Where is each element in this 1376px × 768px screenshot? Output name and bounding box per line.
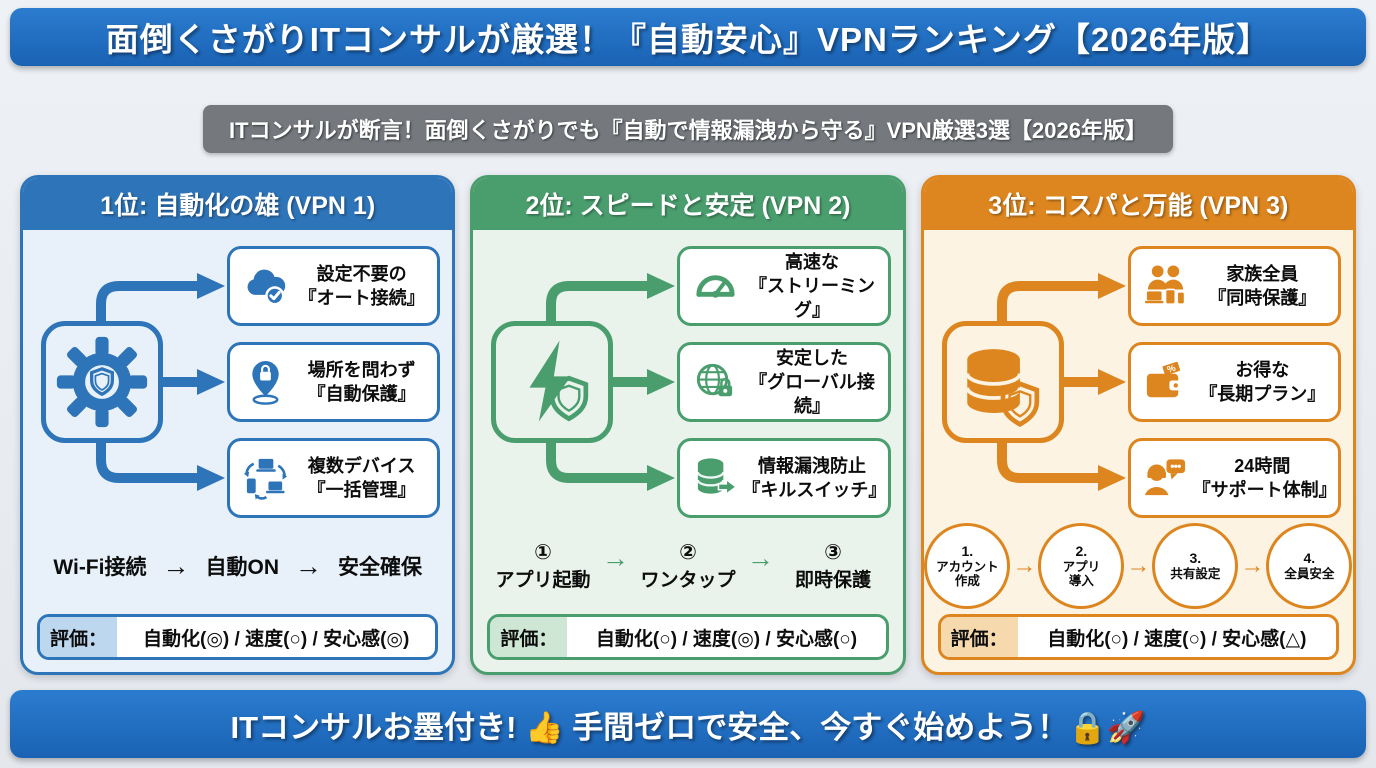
arrow-icon: →	[746, 542, 774, 573]
vpn1-usage-flow: Wi-Fi接続 → 自動ON → 安全確保	[35, 518, 440, 614]
feature-text: 複数デバイス『一括管理』	[307, 455, 416, 500]
arrow-icon: →	[1012, 552, 1037, 579]
family-devices-icon	[1139, 263, 1193, 310]
vpn2-card-body: 高速な『ストリーミング』	[473, 230, 902, 672]
gear-shield-icon	[41, 321, 163, 443]
bolt-shield-icon	[491, 321, 614, 443]
flow-step: 安全確保	[337, 556, 422, 579]
cta-text: ITコンサルお墨付き! 👍 手間ゼロで安全、今すぐ始めよう！🔒🚀	[230, 709, 1146, 745]
vpn3-card-title: 3位: コスパと万能 (VPN 3)	[988, 192, 1289, 220]
flow-step: ① アプリ起動	[495, 541, 591, 591]
vpn1-card-body: 設定不要の『オート接続』	[23, 230, 452, 672]
vpn2-evaluation-bar: 評価： 自動化(○) / 速度(◎) / 安心感(○)	[487, 614, 889, 660]
feature-multi-device: 複数デバイス『一括管理』	[227, 438, 441, 518]
flow-step-circle: 3. 共有設定	[1152, 523, 1239, 609]
evaluation-label: 評価：	[40, 617, 118, 657]
branch-arrows	[996, 273, 1126, 491]
vpn1-card-header: 1位: 自動化の雄 (VPN 1)	[23, 178, 453, 230]
vpn3-features: 家族全員『同時保護』 %	[1127, 246, 1341, 518]
arrow-icon: →	[1240, 552, 1265, 579]
flow-step: ③ 即時保護	[794, 541, 871, 591]
flow-step-circle: 1. アカウント 作成	[924, 523, 1011, 609]
feature-text: 高速な『ストリーミング』	[748, 251, 875, 321]
feature-auto-connect: 設定不要の『オート接続』	[227, 246, 441, 326]
flow-step-circle: 4. 全員安全	[1266, 523, 1353, 609]
feature-family-protect: 家族全員『同時保護』	[1127, 246, 1341, 326]
cloud-check-icon	[238, 263, 292, 310]
feature-text: 場所を問わず『自動保護』	[307, 359, 416, 404]
feature-text: 情報漏洩防止『キルスイッチ』	[742, 455, 887, 500]
vpn2-card: 2位: スピードと安定 (VPN 2)	[470, 175, 906, 675]
subtitle-text: ITコンサルが断言！面倒くさがりでも『自動で情報漏洩から守る』VPN厳選3選【2…	[229, 118, 1147, 143]
vpn3-usage-flow: 1. アカウント 作成 → 2. アプリ 導入 → 3. 共有設定	[924, 518, 1353, 614]
vpn1-features: 設定不要の『オート接続』	[227, 246, 441, 518]
vpn3-card-body: 家族全員『同時保護』 %	[924, 230, 1353, 672]
evaluation-scores: 自動化(○) / 速度(◎) / 安心感(○)	[595, 628, 858, 650]
vpn2-diagram: 高速な『ストリーミング』	[485, 246, 891, 518]
main-title: 面倒くさがりITコンサルが厳選！『自動安心』VPNランキング【2026年版】	[105, 21, 1271, 58]
main-title-banner: 面倒くさがりITコンサルが厳選！『自動安心』VPNランキング【2026年版】	[10, 8, 1366, 66]
feature-text: 設定不要の『オート接続』	[298, 263, 425, 308]
vpn3-diagram: 家族全員『同時保護』 %	[936, 246, 1341, 518]
wallet-discount-icon: %	[1139, 359, 1193, 406]
feature-text: 家族全員『同時保護』	[1208, 263, 1317, 308]
evaluation-label: 評価：	[940, 617, 1018, 657]
feature-text: 安定した『グローバル接続』	[749, 347, 875, 417]
flow-step: ② ワンタップ	[640, 541, 736, 591]
flow-step: Wi-Fi接続	[53, 556, 147, 579]
speedometer-icon	[688, 263, 742, 310]
svg-text:%: %	[1166, 362, 1178, 374]
arrow-icon: →	[162, 550, 190, 581]
arrow-icon: →	[601, 542, 629, 573]
arrow-icon: →	[1126, 552, 1151, 579]
feature-text: 24時間『サポート体制』	[1192, 455, 1337, 500]
ranking-cards: 1位: 自動化の雄 (VPN 1)	[20, 175, 1356, 675]
feature-auto-protect: 場所を問わず『自動保護』	[227, 342, 441, 422]
database-killswitch-icon	[688, 455, 742, 502]
multi-device-sync-icon	[238, 455, 292, 502]
vpn2-features: 高速な『ストリーミング』	[677, 246, 891, 518]
globe-lock-icon	[688, 359, 742, 406]
cta-banner: ITコンサルお墨付き! 👍 手間ゼロで安全、今すぐ始めよう！🔒🚀	[10, 690, 1366, 758]
vpn1-evaluation-bar: 評価： 自動化(◎) / 速度(○) / 安心感(◎)	[37, 614, 439, 660]
vpn1-card: 1位: 自動化の雄 (VPN 1)	[20, 175, 456, 675]
vpn3-card-header: 3位: コスパと万能 (VPN 3)	[923, 178, 1353, 230]
vpn2-usage-flow: ① アプリ起動 → ② ワンタップ → ③ 即時保護	[485, 518, 890, 614]
flow-step-circle: 2. アプリ 導入	[1038, 523, 1125, 609]
vpn3-card: 3位: コスパと万能 (VPN 3)	[920, 175, 1356, 675]
vpn2-card-title: 2位: スピードと安定 (VPN 2)	[525, 192, 851, 220]
evaluation-label: 評価：	[490, 617, 568, 657]
vpn2-card-header: 2位: スピードと安定 (VPN 2)	[473, 178, 903, 230]
support-chat-icon	[1139, 455, 1193, 502]
feature-global-connect: 安定した『グローバル接続』	[677, 342, 891, 422]
vpn1-diagram: 設定不要の『オート接続』	[35, 246, 441, 518]
subtitle-banner: ITコンサルが断言！面倒くさがりでも『自動で情報漏洩から守る』VPN厳選3選【2…	[203, 105, 1173, 153]
arrow-icon: →	[294, 550, 322, 581]
feature-long-term-plan: % お得な『長期プラン』	[1127, 342, 1341, 422]
evaluation-scores: 自動化(○) / 速度(○) / 安心感(△)	[1047, 628, 1307, 650]
location-lock-icon	[238, 359, 292, 406]
evaluation-scores: 自動化(◎) / 速度(○) / 安心感(◎)	[143, 628, 410, 650]
feature-support-24h: 24時間『サポート体制』	[1127, 438, 1341, 518]
vpn3-evaluation-bar: 評価： 自動化(○) / 速度(○) / 安心感(△)	[937, 614, 1339, 660]
feature-kill-switch: 情報漏洩防止『キルスイッチ』	[677, 438, 891, 518]
flow-step: 自動ON	[205, 556, 279, 579]
feature-streaming: 高速な『ストリーミング』	[677, 246, 891, 326]
coins-shield-icon	[941, 321, 1064, 443]
feature-text: お得な『長期プラン』	[1199, 359, 1326, 404]
vpn1-card-title: 1位: 自動化の雄 (VPN 1)	[100, 192, 376, 220]
